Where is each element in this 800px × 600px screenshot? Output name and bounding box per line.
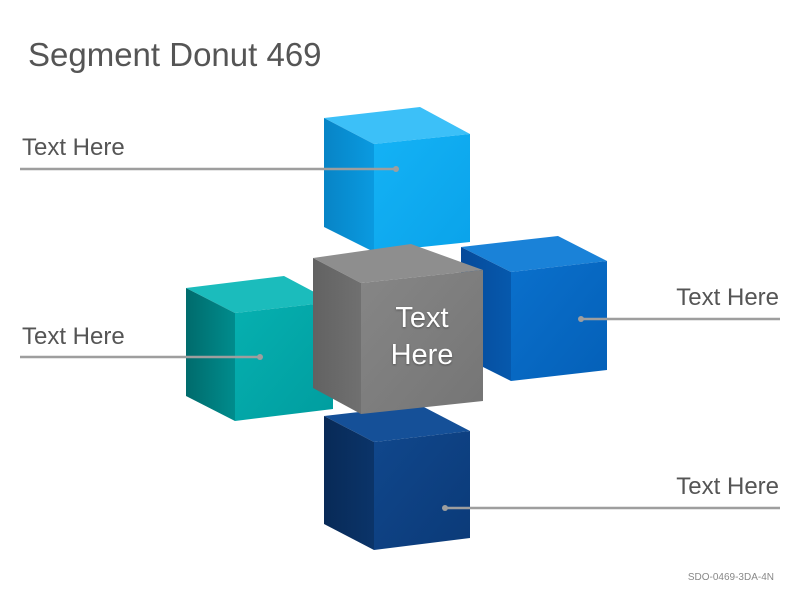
callout-mid-right: Text Here: [676, 284, 779, 311]
left-cube: [186, 276, 333, 421]
center-cube-front-face: [361, 270, 483, 414]
callout-top-left: Text Here: [22, 134, 125, 161]
left-cube-left-face: [186, 288, 235, 421]
callout-mid-left: Text Here: [22, 323, 125, 350]
bottom-cube-left-face: [324, 416, 374, 550]
bottom-cube: [324, 405, 470, 550]
bottom-cube-front-face: [374, 431, 470, 550]
left-cube-front-face: [235, 302, 333, 421]
connector-dot-mid-left: [257, 354, 263, 360]
top-cube-front-face: [374, 134, 470, 252]
center-cube-left-face: [313, 258, 361, 414]
center-label-line2: Here: [390, 339, 454, 371]
right-cube-top-face: [461, 236, 607, 272]
top-cube: [324, 107, 470, 252]
left-cube-top-face: [186, 276, 333, 313]
center-cube: [313, 244, 483, 414]
bottom-cube-top-face: [324, 405, 470, 442]
center-label-line1: Text: [395, 302, 449, 334]
callout-bottom-right: Text Here: [676, 473, 779, 500]
connectors: [20, 166, 780, 511]
footer-code: SDO-0469-3DA-4N: [687, 572, 774, 583]
center-label: Text Here: [362, 300, 482, 374]
top-cube-top-face: [324, 107, 470, 144]
connector-dot-top-left: [393, 166, 399, 172]
connector-dot-bottom-right: [442, 505, 448, 511]
connector-dot-mid-right: [578, 316, 584, 322]
center-cube-top-face: [313, 244, 483, 283]
slide-title: Segment Donut 469: [28, 36, 322, 73]
top-cube-left-face: [324, 118, 374, 252]
right-cube: [461, 236, 607, 381]
right-cube-front-face: [511, 261, 607, 381]
